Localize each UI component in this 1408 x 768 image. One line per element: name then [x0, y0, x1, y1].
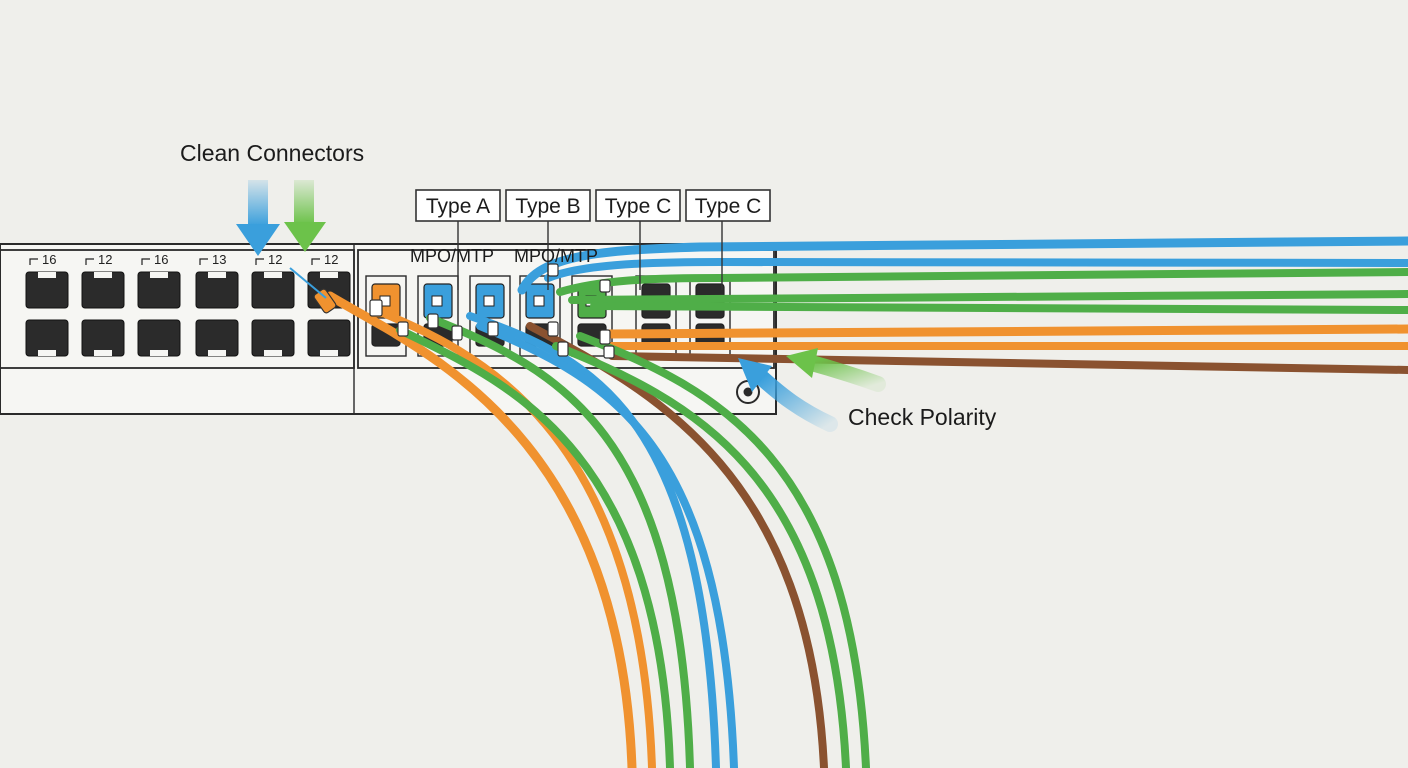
- cable-green-down-2: [426, 314, 694, 768]
- port-number-label: 12: [268, 252, 282, 267]
- rj45-port-column[interactable]: 13: [195, 252, 239, 357]
- port-number-label: 13: [212, 252, 226, 267]
- polarity-type-text: Type C: [605, 195, 672, 218]
- port-number-label: 16: [42, 252, 56, 267]
- cable-orange-right-1: [601, 324, 1408, 339]
- cable-orange-down-1: [325, 291, 637, 768]
- rj45-port-column[interactable]: 16: [137, 252, 181, 357]
- cable-green-down-3: [552, 342, 850, 768]
- port-number-label: 16: [154, 252, 168, 267]
- fiber-cables: [325, 236, 1408, 768]
- down-arrow-blue-icon: [236, 180, 280, 256]
- cable-blue-right-1: [517, 236, 1408, 295]
- rj45-ports: 16 12 16 13 12 12: [25, 252, 351, 357]
- diag-arrow-green-icon: [786, 348, 886, 392]
- polarity-type-labels: Type A Type B Type C Type C: [415, 189, 771, 290]
- cable-blue-down-2: [476, 322, 738, 768]
- port-number-label: 12: [98, 252, 112, 267]
- rj45-port-column[interactable]: 12: [81, 252, 125, 357]
- diag-arrow-blue-icon: [738, 358, 838, 432]
- cable-green-right-1: [556, 268, 1408, 296]
- port-number-label: 12: [324, 252, 338, 267]
- polarity-type-text: Type C: [695, 195, 762, 218]
- cable-green-down-4: [576, 332, 870, 768]
- cable-green-right-3: [590, 302, 1408, 314]
- cable-blue-right-2: [544, 257, 1408, 282]
- mpo-label-right: MPO/MTP: [514, 246, 598, 266]
- down-arrow-green-icon: [284, 180, 326, 252]
- connector-boots: [313, 263, 615, 359]
- polarity-type-label: Type B: [505, 189, 591, 290]
- polarity-type-text: Type A: [426, 195, 490, 218]
- cable-green-right-2: [568, 290, 1408, 304]
- polarity-type-label: Type A: [415, 189, 501, 290]
- polarity-type-label: Type C: [685, 189, 771, 290]
- rj45-port-column[interactable]: 16: [25, 252, 69, 357]
- mpo-label-left: MPO/MTP: [410, 246, 494, 266]
- polarity-type-text: Type B: [515, 195, 580, 218]
- rj45-port-column[interactable]: 12: [251, 252, 295, 357]
- check-polarity-label: Check Polarity: [848, 404, 997, 430]
- clean-connectors-label: Clean Connectors: [180, 140, 364, 166]
- cable-green-down-1: [396, 326, 674, 768]
- cable-brown-right: [608, 352, 1408, 374]
- polarity-type-label: Type C: [595, 189, 681, 290]
